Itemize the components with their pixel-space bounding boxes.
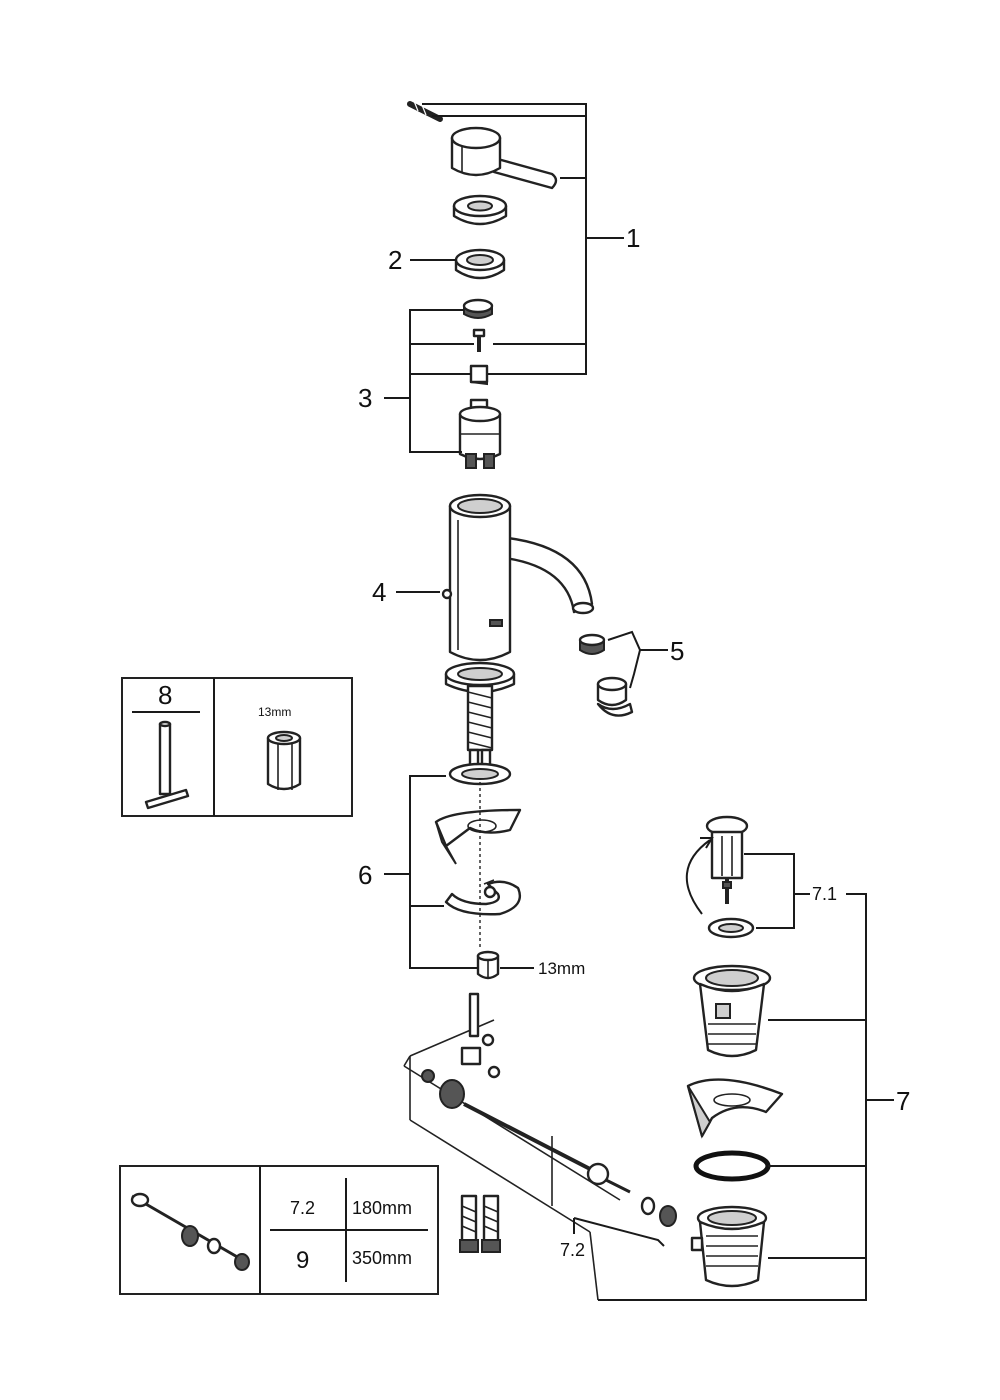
table-row-2-ref: 9 — [296, 1247, 309, 1274]
table-row-1-length: 180mm — [352, 1198, 412, 1218]
cartridge-screw — [472, 328, 486, 352]
callout-4: 4 — [372, 577, 386, 607]
waste-flange — [692, 964, 772, 1058]
lever-handle-assembly — [407, 100, 558, 469]
waste-tailpiece — [690, 1205, 768, 1288]
tool-size-label: 13mm — [258, 705, 291, 719]
table-row-1-ref: 7.2 — [290, 1198, 315, 1218]
supply-hose-connectors — [459, 1194, 501, 1253]
callout-5: 5 — [670, 636, 684, 666]
plug-seal — [707, 917, 755, 939]
adapter-piece — [462, 298, 494, 319]
callout-7: 7 — [896, 1086, 910, 1116]
mounting-set — [434, 661, 522, 980]
callout-8: 8 — [158, 680, 172, 710]
faucet-body — [441, 493, 595, 662]
rod-icon — [130, 1192, 250, 1271]
pull-rod-linkage — [403, 992, 677, 1301]
hex-socket-icon — [266, 730, 302, 791]
waste-gasket — [686, 1078, 784, 1139]
threaded-ring — [454, 248, 506, 280]
tool-box: 8 13mm — [121, 677, 353, 817]
t-wrench-icon — [144, 720, 190, 810]
waste-o-ring — [693, 1150, 771, 1182]
rod-length-table: 7.2 180mm 9 350mm — [119, 1165, 439, 1295]
pop-up-plug — [705, 815, 749, 904]
lever-handle — [450, 126, 558, 190]
nut-size-label: 13mm — [538, 959, 585, 978]
pop-up-waste — [685, 815, 784, 1288]
mixing-cartridge — [458, 398, 502, 469]
cover-ring — [452, 194, 508, 226]
callout-1: 1 — [626, 223, 640, 253]
aerator-set — [578, 633, 634, 717]
callout-7-2: 7.2 — [560, 1240, 585, 1260]
callout-3: 3 — [358, 383, 372, 413]
callout-7-1: 7.1 — [812, 884, 837, 904]
spindle-extension — [469, 364, 489, 386]
callout-2: 2 — [388, 245, 402, 275]
table-row-2-length: 350mm — [352, 1248, 412, 1268]
callout-6: 6 — [358, 860, 372, 890]
